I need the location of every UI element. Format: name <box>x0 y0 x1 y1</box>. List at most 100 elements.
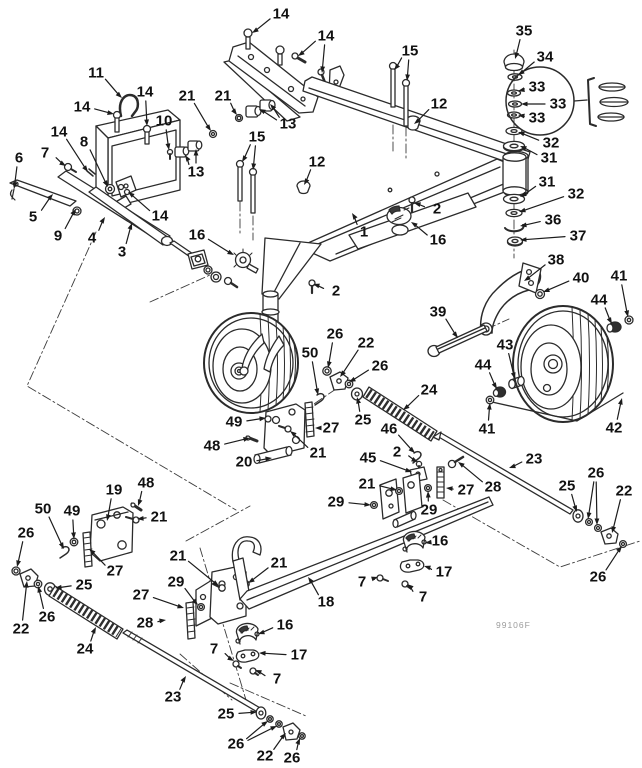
leader-arrowhead <box>212 580 219 586</box>
callout-26: 26 <box>39 609 56 626</box>
callout-26: 26 <box>590 569 607 586</box>
leader-arrowhead <box>510 372 516 379</box>
leader-arrowhead <box>205 124 211 131</box>
leader-line <box>246 722 266 740</box>
leader-arrowhead <box>364 502 371 507</box>
leader-arrowhead <box>411 457 418 462</box>
leader-line <box>38 589 45 610</box>
leader-line <box>14 166 18 186</box>
leader-line <box>595 481 598 522</box>
callout-23: 23 <box>165 689 182 706</box>
callout-15: 15 <box>402 43 419 60</box>
leader-arrowhead <box>320 66 326 73</box>
leader-arrowhead <box>251 163 257 170</box>
leader-arrowhead <box>298 50 305 56</box>
leader-arrowhead <box>586 512 592 519</box>
leader-arrowhead <box>115 91 122 98</box>
leader-arrowhead <box>520 222 527 228</box>
leader-arrowhead <box>524 275 531 281</box>
leader-arrowhead <box>414 118 421 124</box>
callout-9: 9 <box>54 228 62 245</box>
leader-arrowhead <box>137 499 143 506</box>
callout-50: 50 <box>302 345 319 362</box>
leader-line <box>17 541 24 564</box>
leader-arrowhead <box>70 209 76 216</box>
callout-33: 33 <box>529 110 546 127</box>
leader-arrowhead <box>227 655 234 661</box>
callout-34: 34 <box>537 49 554 66</box>
leader-line <box>145 100 148 123</box>
callout-17: 17 <box>291 647 308 664</box>
leader-arrowhead <box>270 104 277 111</box>
callout-7: 7 <box>419 589 427 606</box>
leader-arrowhead <box>102 180 108 187</box>
leader-arrowhead <box>12 182 18 189</box>
leader-arrowhead <box>252 27 259 33</box>
leader-arrowhead <box>59 160 66 166</box>
leader-arrowhead <box>458 462 465 468</box>
leader-line <box>22 584 28 621</box>
callout-1: 1 <box>360 224 368 241</box>
callout-40: 40 <box>573 270 590 287</box>
leader-arrowhead <box>259 109 266 115</box>
leader-arrowhead <box>313 283 320 289</box>
leader-line <box>107 498 112 518</box>
callout-25: 25 <box>355 412 372 429</box>
leader-arrowhead <box>295 738 300 745</box>
hitch-assembly <box>223 28 345 122</box>
callout-50: 50 <box>35 501 52 518</box>
callout-7: 7 <box>273 671 281 688</box>
callout-49: 49 <box>226 414 243 431</box>
callout-21: 21 <box>215 88 232 105</box>
leader-line <box>546 280 570 292</box>
leader-line <box>523 236 566 241</box>
leader-line <box>91 550 106 566</box>
callout-7: 7 <box>41 145 49 162</box>
leader-line <box>250 567 269 582</box>
callout-16: 16 <box>189 227 206 244</box>
callout-14: 14 <box>74 99 91 116</box>
left-caster-assembly <box>203 290 299 414</box>
leader-arrowhead <box>356 397 361 404</box>
callout-18: 18 <box>318 594 335 611</box>
callout-27: 27 <box>133 587 150 604</box>
leader-arrowhead <box>611 526 617 533</box>
leader-arrowhead <box>394 63 400 70</box>
upper-spring-linkage <box>245 366 628 549</box>
leader-line <box>309 579 319 596</box>
leader-arrowhead <box>424 565 431 571</box>
leader-arrowhead <box>308 577 314 584</box>
leader-arrowhead <box>518 113 525 119</box>
callout-43: 43 <box>497 337 514 354</box>
callout-24: 24 <box>421 382 438 399</box>
leader-arrowhead <box>408 446 415 453</box>
leader-arrowhead <box>127 223 133 230</box>
callout-36: 36 <box>545 212 562 229</box>
callout-26: 26 <box>372 358 389 375</box>
leader-line <box>445 318 457 336</box>
callout-7: 7 <box>358 574 366 591</box>
callout-33: 33 <box>550 96 567 113</box>
leader-line <box>243 144 251 160</box>
leader-arrowhead <box>340 370 346 377</box>
leader-arrowhead <box>128 192 135 198</box>
leader-line <box>193 102 210 129</box>
callout-14: 14 <box>318 28 335 45</box>
callout-31: 31 <box>539 174 556 191</box>
leader-arrowhead <box>594 518 600 525</box>
leader-line <box>89 149 107 185</box>
leader-arrowhead <box>265 456 272 462</box>
leader-arrowhead <box>290 431 297 437</box>
callout-4: 4 <box>88 230 97 247</box>
leader-line <box>152 596 181 608</box>
callout-33: 33 <box>529 79 546 96</box>
leader-line <box>612 499 622 530</box>
callout-49: 49 <box>64 503 81 520</box>
leader-arrowhead <box>452 331 458 338</box>
leader-arrowhead <box>250 710 257 715</box>
leader-line <box>352 369 369 381</box>
leader-line <box>64 211 75 230</box>
leader-arrowhead <box>314 388 320 395</box>
